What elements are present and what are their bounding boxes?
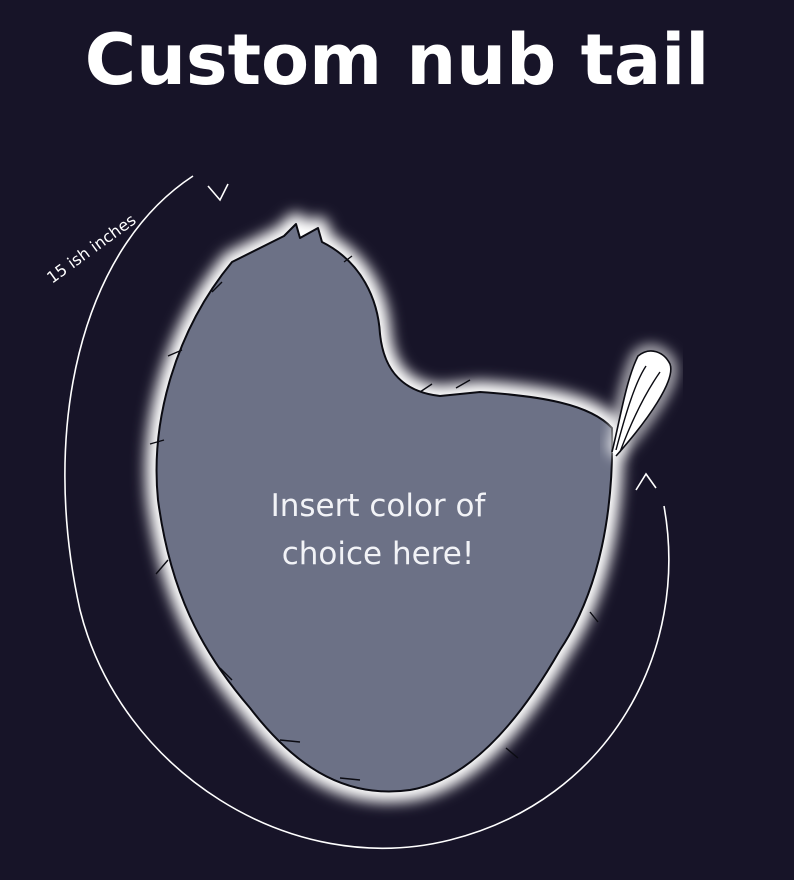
fur-tufts [149, 255, 599, 781]
measurement-label: 15 ish inches [43, 210, 139, 287]
page-title: Custom nub tail [84, 19, 710, 101]
tail-body [155, 223, 614, 793]
arrowhead-top-icon [207, 183, 229, 202]
measurement-arc [64, 175, 670, 849]
tail-clip-icon [607, 346, 676, 459]
arrowhead-right-icon [635, 472, 657, 491]
color-placeholder-text: Insert color of choice here! [230, 482, 526, 578]
placeholder-line-2: choice here! [281, 536, 475, 573]
placeholder-line-1: Insert color of [270, 488, 486, 524]
